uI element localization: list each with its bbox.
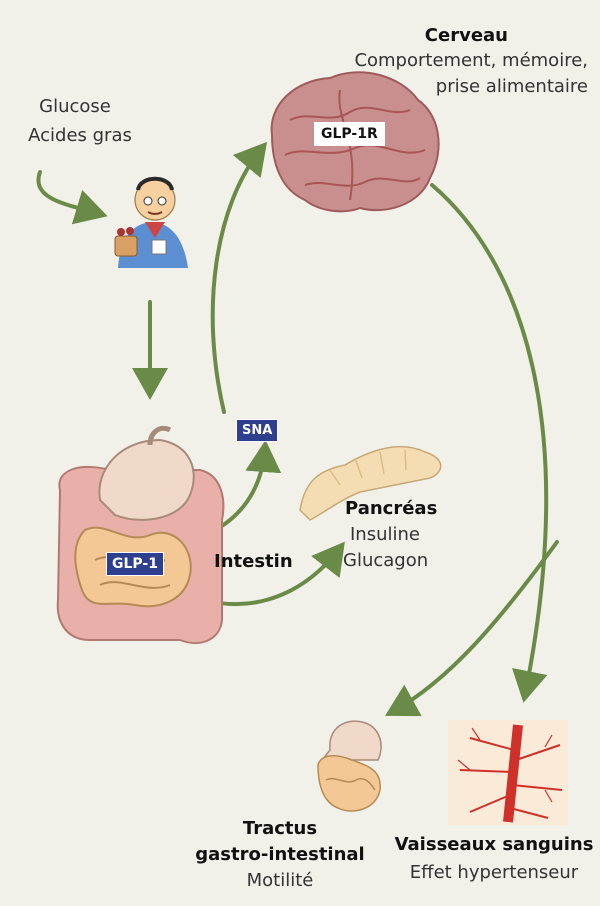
brain-line1: Comportement, mémoire, [354, 50, 588, 71]
vessels-title: Vaisseaux sanguins [394, 834, 594, 855]
blood-vessels-illustration [448, 720, 568, 825]
brain-title: Cerveau [424, 25, 508, 46]
arrow-branch-to-gi [384, 540, 559, 717]
pancreas-insulin: Insuline [350, 524, 420, 545]
glp1r-receptor-tag: GLP-1R [314, 122, 385, 146]
arrow-sna-to-brain [210, 141, 268, 414]
gi-tract-line2: gastro-intestinal [195, 844, 365, 865]
gi-tract-illustration [317, 720, 382, 812]
gi-tract-line1: Tractus [242, 818, 318, 839]
input-fatty-acids: Acides gras [28, 125, 132, 146]
brain-line2: prise alimentaire [435, 76, 588, 97]
pancreas-illustration [299, 445, 442, 521]
arrow-brain-to-vessels [430, 183, 549, 703]
person-illustration [114, 176, 188, 268]
arrow-input-to-person [36, 170, 108, 225]
intestine-label: Intestin [214, 551, 293, 572]
intestine-illustration [56, 425, 225, 645]
gi-tract-motility: Motilité [246, 870, 314, 891]
glp1-tag: GLP-1 [106, 552, 164, 576]
input-glucose: Glucose [39, 96, 111, 117]
pancreas-glucagon: Glucagon [343, 550, 429, 571]
pancreas-title: Pancréas [345, 498, 438, 519]
vessels-effect: Effet hypertenseur [409, 862, 579, 883]
sna-tag: SNA [236, 419, 279, 442]
